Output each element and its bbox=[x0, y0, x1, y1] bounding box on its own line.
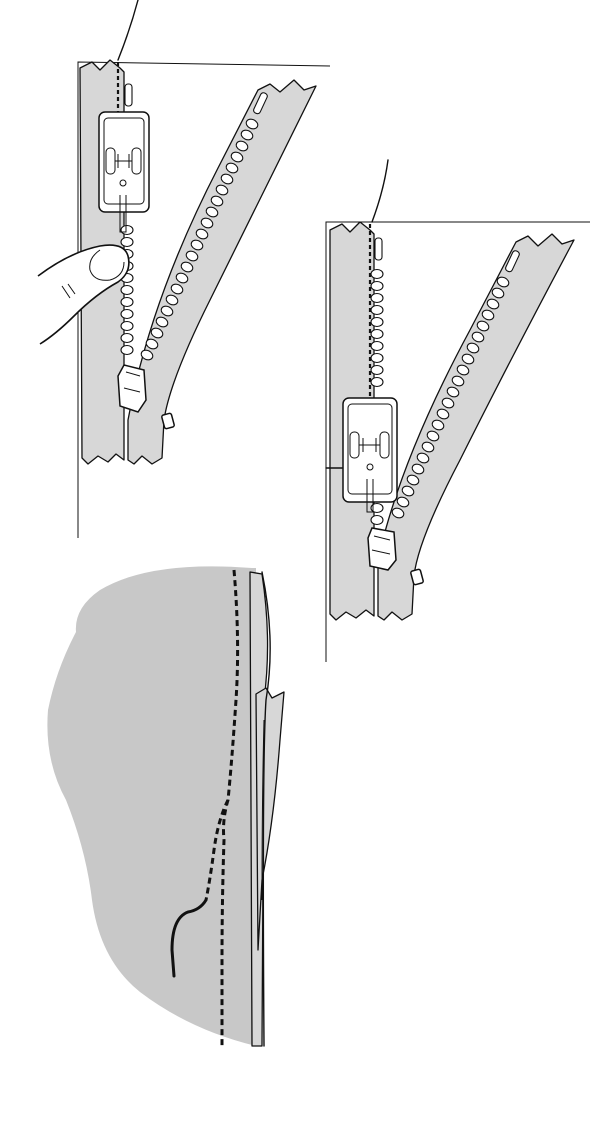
zipper-tooth bbox=[370, 376, 384, 388]
zipper-tooth bbox=[370, 340, 384, 352]
zipper-tooth bbox=[170, 283, 184, 295]
zipper-slider-icon bbox=[367, 527, 424, 586]
panel-3-stitch-line bbox=[220, 569, 240, 1046]
zipper-tooth bbox=[120, 332, 134, 344]
needle-thread-icon bbox=[170, 898, 208, 978]
needle-thread-icon bbox=[371, 159, 389, 223]
zipper-tooth bbox=[230, 151, 244, 163]
zipper-tooth bbox=[370, 280, 384, 292]
zipper-tooth bbox=[150, 327, 164, 339]
finger-icon bbox=[37, 244, 130, 345]
zipper-tooth bbox=[120, 320, 134, 332]
panel-3-fabric bbox=[47, 566, 257, 1046]
zipper-tooth bbox=[145, 338, 159, 350]
zipper-tooth bbox=[190, 239, 204, 251]
panel-3-second-stitch bbox=[204, 799, 230, 901]
zipper-tooth bbox=[120, 236, 134, 248]
zipper-tooth bbox=[120, 344, 134, 356]
zipper-tooth bbox=[370, 304, 384, 316]
panel-1 bbox=[37, 0, 331, 538]
panel-3-tape-fold bbox=[255, 687, 285, 951]
zipper-tooth bbox=[370, 352, 384, 364]
zipper-tooth bbox=[401, 485, 415, 497]
panel-3-fold-line bbox=[261, 719, 265, 901]
zipper-tooth bbox=[210, 195, 224, 207]
zipper-tooth bbox=[165, 294, 179, 306]
zipper-tooth bbox=[466, 342, 480, 354]
zipper-tooth bbox=[215, 184, 229, 196]
zipper-tooth bbox=[195, 228, 209, 240]
zipper-tooth bbox=[370, 292, 384, 304]
zipper-stop bbox=[253, 92, 268, 115]
panel-1-right-tape bbox=[127, 79, 317, 465]
zipper-tooth bbox=[155, 316, 169, 328]
zipper-stop bbox=[505, 250, 520, 273]
zipper-tooth bbox=[451, 375, 465, 387]
zipper-tooth bbox=[481, 309, 495, 321]
zipper-tooth bbox=[370, 268, 384, 280]
zipper-tooth bbox=[411, 463, 425, 475]
panel-2-fabric-outline bbox=[325, 221, 590, 662]
zipper-tooth bbox=[120, 284, 134, 296]
zipper-tooth bbox=[120, 296, 134, 308]
zipper-tooth bbox=[185, 250, 199, 262]
zipper-tooth bbox=[461, 353, 475, 365]
zipper-tooth bbox=[391, 507, 405, 519]
zipper-tooth bbox=[160, 305, 174, 317]
zipper-tooth bbox=[240, 129, 254, 141]
zipper-tooth bbox=[220, 173, 234, 185]
zipper-tooth bbox=[175, 272, 189, 284]
panel-2-right-teeth bbox=[391, 250, 520, 519]
zipper-tooth bbox=[180, 261, 194, 273]
zipper-tooth bbox=[406, 474, 420, 486]
zipper-stop bbox=[374, 237, 383, 261]
presser-foot-icon bbox=[98, 111, 150, 233]
panel-1-right-teeth bbox=[140, 92, 268, 361]
zipper-tooth bbox=[370, 316, 384, 328]
panel-3 bbox=[47, 566, 285, 1047]
panel-2 bbox=[325, 159, 590, 662]
zipper-tooth bbox=[446, 386, 460, 398]
zipper-tooth bbox=[431, 419, 445, 431]
zipper-tooth bbox=[245, 118, 259, 130]
zipper-tooth bbox=[456, 364, 470, 376]
panel-1-fabric-outline bbox=[77, 61, 331, 538]
zipper-tooth bbox=[416, 452, 430, 464]
zipper-tooth bbox=[370, 328, 384, 340]
zipper-tooth bbox=[370, 364, 384, 376]
zipper-tooth bbox=[370, 502, 384, 514]
zipper-tooth bbox=[471, 331, 485, 343]
panel-2-right-tape bbox=[377, 233, 575, 621]
zipper-tooth bbox=[436, 408, 450, 420]
zipper-tooth bbox=[235, 140, 249, 152]
zipper-stop bbox=[124, 83, 133, 107]
zipper-tooth bbox=[486, 298, 500, 310]
zipper-tooth bbox=[120, 308, 134, 320]
zipper-tooth bbox=[370, 514, 384, 526]
needle-thread-icon bbox=[117, 0, 139, 61]
zipper-tooth bbox=[476, 320, 490, 332]
zipper-tooth bbox=[225, 162, 239, 174]
panel-3-tape-outer-line bbox=[261, 571, 271, 1047]
zipper-tooth bbox=[205, 206, 219, 218]
zipper-tooth bbox=[396, 496, 410, 508]
zipper-slider-icon bbox=[117, 364, 175, 430]
zipper-tooth bbox=[120, 224, 134, 236]
zipper-tooth bbox=[421, 441, 435, 453]
zipper-tooth bbox=[441, 397, 455, 409]
presser-foot-icon bbox=[342, 397, 398, 513]
zipper-tooth bbox=[496, 276, 510, 288]
zipper-tooth bbox=[140, 349, 154, 361]
zipper-tooth bbox=[200, 217, 214, 229]
zipper-tooth bbox=[426, 430, 440, 442]
zipper-tooth bbox=[491, 287, 505, 299]
